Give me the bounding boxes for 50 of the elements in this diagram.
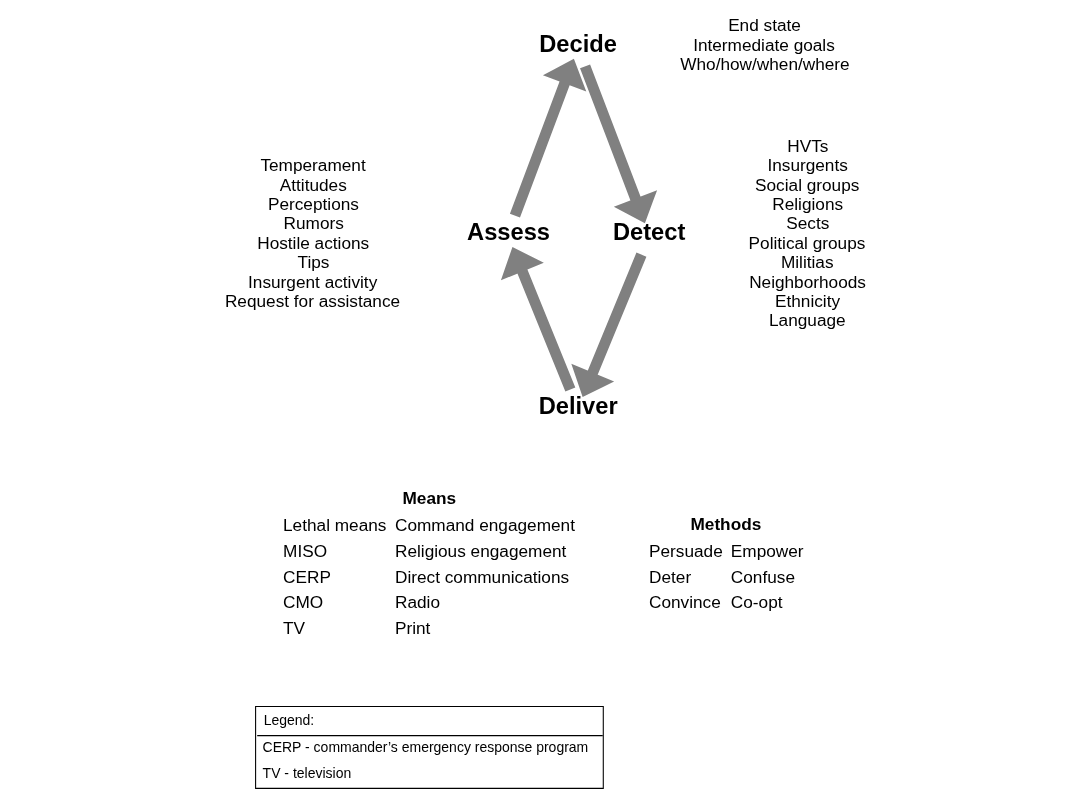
label: Co-opt: [730, 591, 783, 612]
label: Radio: [394, 591, 440, 612]
label: MISO: [282, 540, 327, 561]
label: CERP - commander’s emergency response program: [262, 738, 588, 755]
label: Means: [402, 487, 456, 508]
label: Persuade: [648, 540, 723, 561]
label: Lethal means: [282, 514, 386, 535]
node-text: Deliver: [538, 392, 618, 419]
node-label: Insurgents: [766, 154, 848, 175]
label: Deter: [648, 566, 691, 587]
node-label: Rumors: [283, 212, 344, 233]
node-label: Language: [768, 309, 846, 330]
node-text: Assess: [466, 218, 550, 245]
label: TV: [282, 617, 305, 638]
node-label: End state: [727, 14, 801, 35]
label: Print: [394, 617, 430, 638]
node-label: Hostile actions: [256, 232, 369, 253]
node-label: Ethnicity: [774, 290, 840, 311]
label: Convince: [648, 591, 721, 612]
label: CMO: [282, 591, 323, 612]
label: Methods: [689, 513, 761, 534]
arrow: [500, 246, 575, 392]
arrow: [509, 58, 586, 217]
arrow: [579, 63, 657, 223]
node-label: Militias: [780, 251, 834, 272]
node-label: Social groups: [754, 174, 859, 195]
node-label: Attitudes: [279, 174, 347, 195]
node-label: Religions: [771, 193, 843, 214]
label: Empower: [730, 540, 804, 561]
node-label: Intermediate goals: [692, 34, 835, 55]
label: Religious engagement: [394, 540, 566, 561]
label: Confuse: [730, 566, 795, 587]
node-label: Who/how/when/where: [679, 53, 850, 74]
node-label: Perceptions: [267, 193, 359, 214]
node-label: Sects: [785, 212, 829, 233]
node-label: HVTs: [786, 135, 828, 156]
node-label: Insurgent activity: [247, 271, 377, 292]
node-label: Temperament: [259, 154, 366, 175]
arrow: [570, 252, 646, 397]
label: Legend:: [263, 711, 314, 728]
node-text: Detect: [612, 218, 685, 245]
node-label: Request for assistance: [224, 290, 400, 311]
label: TV - television: [262, 764, 351, 781]
node-label: Neighborhoods: [748, 271, 866, 292]
label: Direct communications: [394, 566, 569, 587]
node-label: Political groups: [748, 232, 865, 253]
label: Command engagement: [394, 514, 575, 535]
label: CERP: [282, 566, 331, 587]
node-label: Tips: [297, 251, 329, 272]
node-text: Decide: [538, 30, 617, 57]
